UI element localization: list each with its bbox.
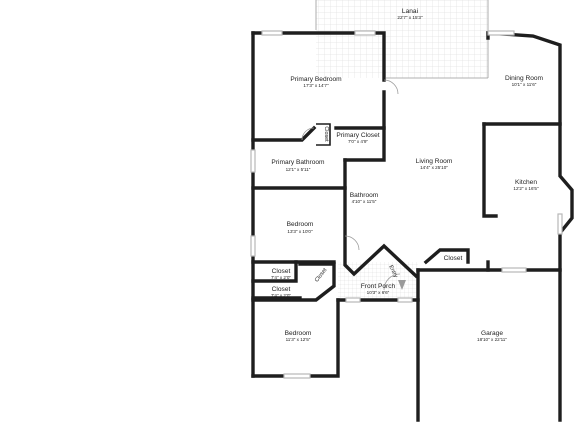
lanai-area xyxy=(315,0,489,79)
room-label-bedroom-1: Bedroom 13'3" x 10'0" xyxy=(287,221,314,234)
svg-text:Garage: Garage xyxy=(481,330,503,337)
svg-text:17'3" x 14'7": 17'3" x 14'7" xyxy=(303,83,329,88)
svg-text:12'1" x 5'11": 12'1" x 5'11" xyxy=(286,167,311,172)
windows xyxy=(250,30,563,379)
svg-text:Lanai: Lanai xyxy=(402,8,419,15)
svg-text:Bathroom: Bathroom xyxy=(350,192,379,199)
svg-text:Primary Bathroom: Primary Bathroom xyxy=(271,159,325,166)
svg-text:Primary Closet: Primary Closet xyxy=(336,132,379,139)
room-label-front-porch: Front Porch 10'3" x 6'6" xyxy=(361,283,396,295)
svg-text:Bedroom: Bedroom xyxy=(287,221,314,228)
svg-text:22'7" x 15'3": 22'7" x 15'3" xyxy=(397,15,423,20)
room-label-primary-bathroom: Primary Bathroom 12'1" x 5'11" xyxy=(271,159,325,172)
svg-text:12'2" x 16'5": 12'2" x 16'5" xyxy=(513,186,539,191)
svg-text:18'10" x 22'11": 18'10" x 22'11" xyxy=(477,337,507,342)
svg-text:10'3" x 6'6": 10'3" x 6'6" xyxy=(367,290,390,295)
closet-vertical-label: Closet xyxy=(323,126,329,142)
svg-text:Primary Bedroom: Primary Bedroom xyxy=(290,76,342,83)
svg-text:Closet: Closet xyxy=(272,268,291,275)
room-label-kitchen: Kitchen 12'2" x 16'5" xyxy=(513,179,539,191)
room-label-bathroom: Bathroom 4'10" x 11'5" xyxy=(350,192,379,204)
svg-text:11'3" x 12'5": 11'3" x 12'5" xyxy=(286,337,311,342)
entry-arrow-icon xyxy=(398,280,406,290)
svg-text:Front Porch: Front Porch xyxy=(361,283,396,290)
door-swings xyxy=(301,79,401,291)
room-label-garage: Garage 18'10" x 22'11" xyxy=(477,330,507,342)
room-label-closet-2: Closet 7'4" x 2'0" xyxy=(271,286,291,298)
closet-diagonal-label: Closet xyxy=(314,267,329,284)
svg-text:13'3" x 10'0": 13'3" x 10'0" xyxy=(287,229,313,234)
svg-text:7'4" x 2'0": 7'4" x 2'0" xyxy=(271,275,291,280)
svg-text:Kitchen: Kitchen xyxy=(515,179,537,186)
room-label-closet-1: Closet 7'4" x 2'0" xyxy=(271,268,291,280)
svg-text:Bedroom: Bedroom xyxy=(285,330,312,337)
room-label-living-room: Living Room 14'4" x 25'10" xyxy=(416,158,453,170)
svg-text:14'4" x 25'10": 14'4" x 25'10" xyxy=(420,165,448,170)
svg-text:7'4" x 2'0": 7'4" x 2'0" xyxy=(271,293,291,298)
room-label-lanai: Lanai 22'7" x 15'3" xyxy=(397,8,423,20)
room-label-primary-closet: Primary Closet 7'0" x 4'9" xyxy=(336,132,379,144)
svg-text:Living Room: Living Room xyxy=(416,158,453,165)
room-label-dining-room: Dining Room 10'1" x 11'6" xyxy=(505,75,544,87)
entry-label: Entry xyxy=(387,264,398,279)
svg-text:Closet: Closet xyxy=(272,286,291,293)
room-label-bedroom-2: Bedroom 11'3" x 12'5" xyxy=(285,330,312,342)
room-label-primary-bedroom: Primary Bedroom 17'3" x 14'7" xyxy=(290,76,342,88)
closet-garage-label: Closet xyxy=(444,255,463,262)
svg-text:7'0" x 4'9": 7'0" x 4'9" xyxy=(348,139,368,144)
svg-text:10'1" x 11'6": 10'1" x 11'6" xyxy=(512,82,537,87)
svg-text:4'10" x 11'5": 4'10" x 11'5" xyxy=(352,199,377,204)
svg-text:Dining Room: Dining Room xyxy=(505,75,544,82)
